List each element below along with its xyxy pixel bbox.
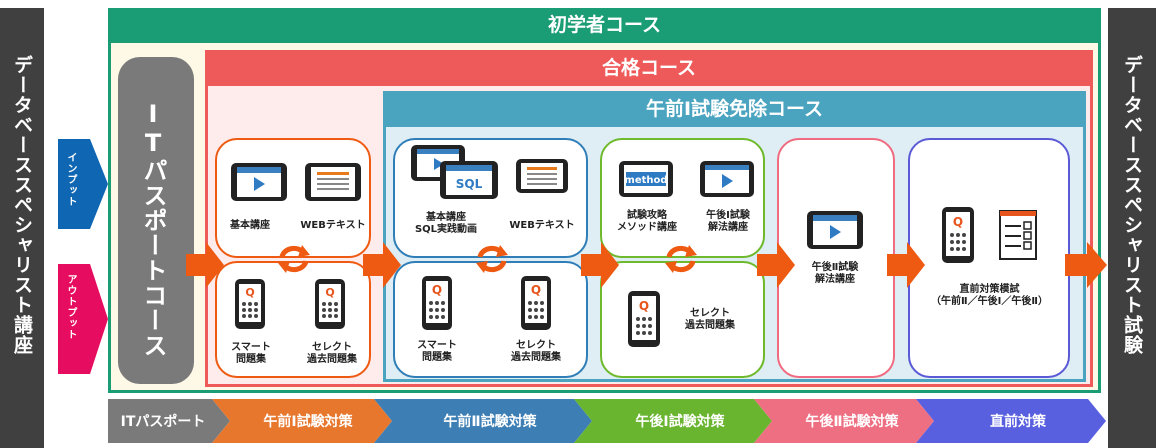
beginner-course-title: 初学者コース — [108, 8, 1101, 43]
gogo1-method-lecture-label: 試験攻略 メソッド講座 — [617, 210, 677, 233]
select-quiz-phone-icon: Q — [521, 276, 551, 330]
video-tablet-icon — [700, 161, 754, 197]
svg-text:Q: Q — [953, 215, 963, 229]
svg-text:Q: Q — [325, 286, 334, 299]
flow-arrow-3 — [581, 242, 619, 288]
flow-arrow-2 — [363, 242, 401, 288]
gogo1-solution-lecture-label: 午後Ⅰ試験 解法講座 — [706, 210, 750, 233]
flow-arrow-4 — [757, 242, 795, 288]
stage-gozen2: 午前Ⅱ試験対策 — [443, 414, 537, 430]
gozen1-smart-quiz-label: スマート 問題集 — [231, 342, 271, 365]
gozen1-web-text-label: WEBテキスト — [300, 220, 366, 231]
left-side-bar — [0, 8, 44, 448]
cycle-icon — [278, 245, 310, 273]
right-side-bar — [1108, 8, 1156, 448]
exempt-course-title: 午前Ⅰ試験免除コース — [383, 91, 1086, 127]
sql-label: SQL — [456, 177, 483, 191]
svg-text:Q: Q — [245, 286, 254, 299]
output-tab — [58, 264, 108, 374]
stage-gozen1: 午前Ⅰ試験対策 — [263, 414, 353, 430]
gozen2-basic-lecture-label: 基本講座 SQL実践動画 — [414, 212, 478, 235]
left-side-title: データベーススペシャリスト講座 — [11, 55, 33, 355]
video-tablet-icon — [231, 163, 287, 201]
stage-it-passport: ITパスポート — [120, 414, 206, 430]
answer-sheet-icon — [999, 210, 1037, 260]
svg-text:Q: Q — [432, 283, 442, 297]
web-text-tablet-icon — [305, 163, 361, 201]
cycle-icon — [476, 245, 508, 273]
video-stack-tablet-icon: SQL — [411, 145, 498, 199]
web-text-tablet-icon — [516, 159, 568, 193]
it-passport-title: ITパスポートコース — [139, 100, 167, 358]
cycle-icon — [665, 245, 697, 273]
select-quiz-phone-icon: Q — [628, 291, 660, 347]
method-label: method — [624, 175, 667, 186]
right-side-title: データベーススペシャリスト試験 — [1121, 55, 1143, 355]
input-tab-label: インプット — [65, 152, 76, 207]
smart-quiz-phone-icon: Q — [422, 276, 452, 330]
video-tablet-icon — [807, 211, 863, 249]
gozen1-basic-lecture-label: 基本講座 — [230, 220, 270, 231]
gogo1-select-quiz-label: セレクト 過去問題集 — [685, 308, 735, 331]
flow-arrow-1 — [186, 242, 224, 288]
smart-quiz-phone-icon: Q — [235, 279, 265, 329]
method-tablet-icon: method — [619, 161, 673, 197]
gogo2-solution-lecture-label: 午後Ⅱ試験 解法講座 — [811, 262, 859, 285]
stage-bar — [108, 399, 1106, 443]
flow-arrow-6 — [1065, 242, 1107, 288]
gozen2-select-quiz-label: セレクト 過去問題集 — [511, 340, 561, 363]
output-tab-label: アウトプット — [65, 274, 76, 340]
pass-course-title: 合格コース — [205, 50, 1093, 86]
svg-text:Q: Q — [531, 283, 541, 297]
input-tab — [58, 139, 108, 229]
final-card — [908, 138, 1070, 378]
stage-final: 直前対策 — [990, 414, 1046, 430]
gogo1-output-card — [600, 261, 765, 378]
select-quiz-phone-icon: Q — [315, 279, 345, 329]
mock-exam-phone-icon: Q — [942, 207, 974, 263]
flow-arrow-5 — [887, 242, 925, 288]
svg-text:Q: Q — [639, 299, 649, 313]
gogo1-input-card — [600, 138, 765, 258]
final-mock-exam-label: 直前対策模試 （午前Ⅱ／午後Ⅰ／午後Ⅱ） — [931, 284, 1048, 307]
stage-gogo1: 午後Ⅰ試験対策 — [635, 414, 725, 430]
gozen2-web-text-label: WEBテキスト — [509, 220, 575, 231]
gozen2-smart-quiz-label: スマート 問題集 — [417, 340, 457, 363]
gozen1-select-quiz-label: セレクト 過去問題集 — [307, 342, 357, 365]
stage-gogo2: 午後Ⅱ試験対策 — [805, 414, 899, 430]
it-passport-column — [118, 57, 194, 384]
